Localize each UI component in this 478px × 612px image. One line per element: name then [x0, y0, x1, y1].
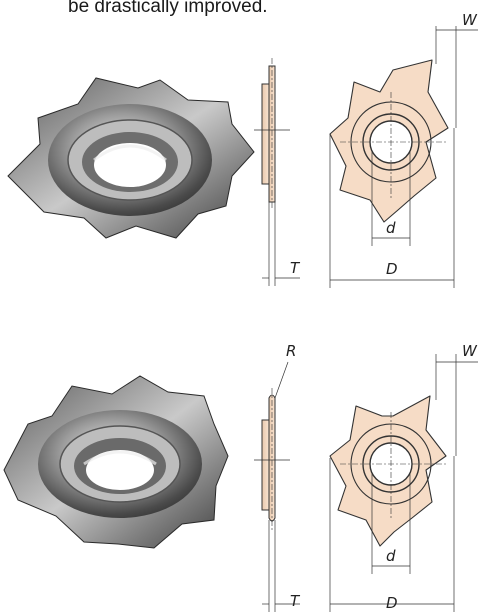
front-view-2: [329, 395, 447, 547]
cutter-photo-1: [7, 77, 255, 239]
side-view-2: [254, 361, 300, 612]
front-view-1: [329, 59, 449, 223]
width-label-bottom: W: [462, 342, 478, 360]
diameter-label-top: D: [386, 260, 398, 278]
diameter-label-bottom: D: [386, 594, 398, 612]
thickness-label-top: T: [290, 259, 301, 277]
bore-label-top: d: [386, 219, 396, 237]
cutter-photo-2: [3, 375, 229, 549]
thickness-label-bottom: T: [290, 592, 301, 610]
bore-label-bottom: d: [386, 547, 396, 565]
dimension-lines-1: [329, 26, 478, 288]
width-label-top: W: [462, 11, 478, 29]
dimension-lines-2: [329, 354, 478, 612]
side-view-1: [254, 58, 300, 286]
radius-label: R: [286, 342, 296, 360]
caption-text: be drastically improved.: [68, 0, 268, 17]
